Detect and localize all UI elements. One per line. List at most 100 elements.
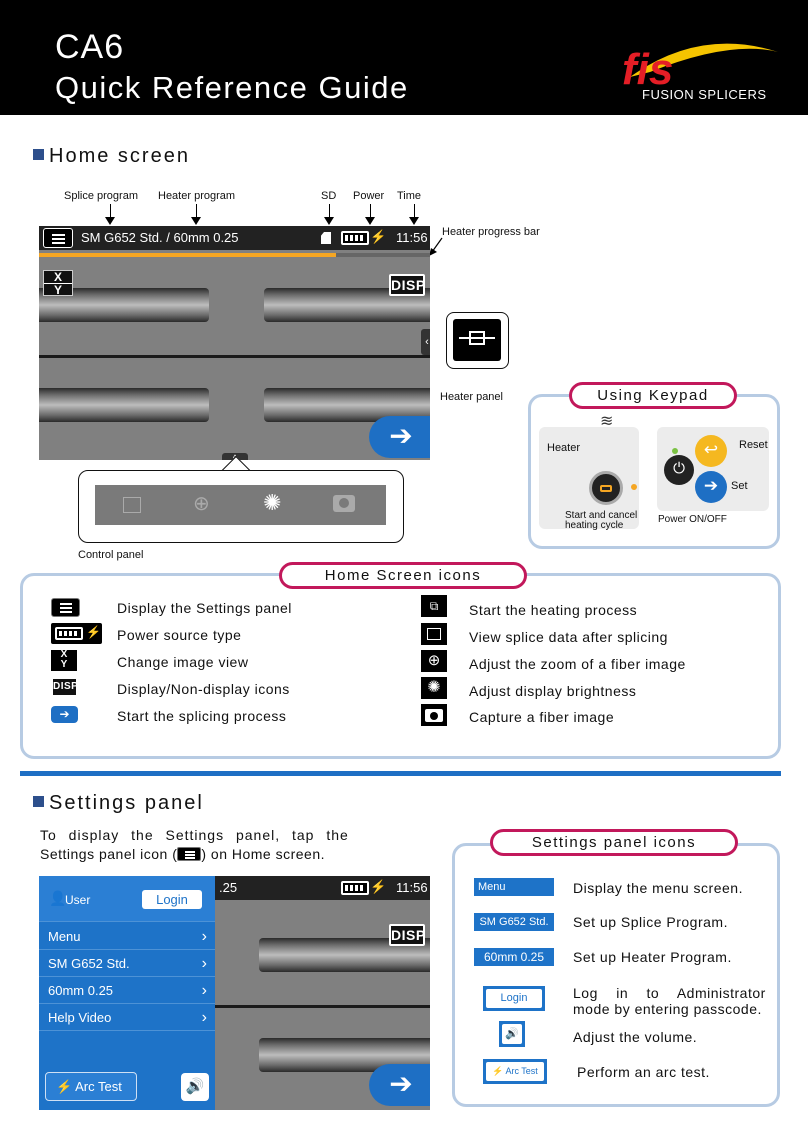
heater-panel-callout	[446, 312, 509, 369]
icon-desc: Adjust the volume.	[573, 1029, 698, 1045]
login-button[interactable]: Login	[142, 890, 202, 909]
sidebar-item-splice-program[interactable]: SM G652 Std.›	[39, 951, 215, 977]
splice-data-icon	[421, 623, 447, 645]
label-heater-panel: Heater panel	[440, 391, 503, 403]
settings-intro-line1: To display the Settings panel, tap the	[40, 827, 349, 843]
icon-desc-line2: mode by entering passcode.	[573, 1001, 762, 1017]
bullet-square-icon	[33, 796, 44, 807]
home-icons-panel	[20, 573, 781, 759]
start-splice-button[interactable]: ➔	[369, 416, 430, 458]
heater-symbol-icon: ≋	[600, 413, 614, 430]
section-divider	[20, 771, 781, 776]
splice-data-icon[interactable]	[123, 497, 141, 513]
user-icon: 👤	[49, 890, 67, 906]
heater-key-area	[539, 427, 639, 529]
zoom-icon: ⊕	[421, 650, 447, 672]
settings-intro-line2: Settings panel icon () on Home screen.	[40, 846, 326, 862]
home-section-heading: Home screen	[33, 145, 190, 168]
page-subtitle: Quick Reference Guide	[55, 70, 409, 105]
heater-progress-track	[39, 253, 430, 257]
start-splice-button[interactable]: ➔	[369, 1064, 430, 1106]
heater-program-button-icon: 60mm 0.25	[474, 948, 554, 966]
keypad-panel: ≋ ⏻ ↩ ➔ Heater Reset Set Start and cance…	[528, 394, 780, 549]
menu-icon	[177, 847, 202, 861]
keypad-title-pill: Using Keypad	[569, 382, 737, 409]
arrow-right-icon: ➔	[51, 706, 78, 723]
power-key[interactable]: ⏻	[664, 455, 694, 485]
icon-desc: Capture a fiber image	[469, 709, 615, 725]
disp-icon: DISP	[51, 677, 78, 697]
brightness-icon[interactable]: ✺	[263, 490, 282, 515]
control-panel-bar: ⊕ ✺	[95, 485, 386, 525]
logo-text: fis	[622, 45, 673, 94]
label-heater-progress: Heater progress bar	[442, 226, 540, 238]
home-icons-title-pill: Home Screen icons	[279, 562, 527, 589]
heater-progress-bar	[39, 253, 337, 257]
pointer-line	[414, 204, 415, 218]
program-label[interactable]: SM G652 Std. / 60mm 0.25	[81, 230, 239, 245]
volume-button[interactable]: 🔊	[181, 1073, 209, 1101]
clock-time: 11:56	[396, 230, 428, 245]
user-label: User	[65, 893, 91, 907]
screen-divider	[39, 355, 430, 358]
heater-icon: ⧉	[421, 595, 447, 617]
splice-program-button-icon: SM G652 Std.	[474, 913, 554, 931]
label-heater: Heater	[547, 442, 581, 454]
battery-icon: ⚡	[51, 623, 102, 644]
label-time: Time	[397, 190, 422, 202]
heater-icon[interactable]	[453, 319, 501, 361]
sidebar-item-help-video[interactable]: Help Video›	[39, 1005, 215, 1031]
icon-desc: Power source type	[117, 627, 242, 643]
menu-icon[interactable]	[43, 228, 73, 248]
pointer-arrow-icon	[409, 217, 419, 225]
settings-section-heading: Settings panel	[33, 792, 204, 815]
disp-icon[interactable]: DISP	[389, 274, 425, 296]
icon-desc: Change image view	[117, 654, 249, 670]
zoom-icon[interactable]: ⊕	[193, 493, 210, 515]
icon-desc: Perform an arc test.	[577, 1064, 710, 1080]
label-sd: SD	[321, 190, 337, 202]
label-power: Power	[353, 190, 385, 202]
sidebar-item-menu[interactable]: Menu›	[39, 924, 215, 950]
battery-icon	[341, 881, 369, 895]
menu-icon	[51, 598, 80, 617]
icon-desc: Adjust display brightness	[469, 683, 637, 699]
sidebar-item-heater-program[interactable]: 60mm 0.25›	[39, 978, 215, 1004]
pointer-arrow-icon	[324, 217, 334, 225]
page-title: CA6	[55, 28, 125, 66]
icon-desc: Display/Non-display icons	[117, 681, 290, 697]
fis-logo: fis	[622, 43, 778, 94]
control-panel-callout: ⊕ ✺	[78, 470, 404, 543]
icon-desc: Start the splicing process	[117, 708, 287, 724]
heater-key[interactable]	[589, 471, 623, 505]
icon-desc: Display the menu screen.	[573, 880, 743, 896]
disp-icon[interactable]: DISP	[389, 924, 425, 946]
heater-panel-tab[interactable]: ‹	[421, 329, 430, 355]
label-set: Set	[731, 480, 748, 492]
set-key[interactable]: ➔	[695, 471, 727, 503]
label-control-panel: Control panel	[78, 549, 144, 561]
login-button-icon: Login	[483, 986, 545, 1011]
power-bolt-icon: ⚡	[370, 229, 387, 244]
pointer-line	[196, 204, 197, 218]
arc-test-button-icon: ⚡ Arc Test	[483, 1059, 547, 1084]
camera-icon	[421, 704, 447, 726]
screen-divider	[214, 1005, 430, 1008]
reset-key[interactable]: ↩	[695, 435, 727, 467]
icon-desc: Display the Settings panel	[117, 600, 292, 616]
icon-desc: View splice data after splicing	[469, 629, 668, 645]
pointer-line	[370, 204, 371, 218]
icon-desc: Set up Heater Program.	[573, 949, 732, 965]
arc-test-button[interactable]: ⚡ Arc Test	[45, 1072, 137, 1101]
program-fragment: .25	[219, 880, 238, 895]
camera-icon[interactable]	[333, 495, 355, 512]
label-splice-program: Splice program	[64, 190, 138, 202]
pointer-line	[110, 204, 111, 218]
pointer-arrow-icon	[105, 217, 115, 225]
fiber-image	[39, 388, 209, 422]
settings-icons-title-pill: Settings panel icons	[490, 829, 738, 856]
user-row: 👤 User Login	[39, 876, 215, 922]
